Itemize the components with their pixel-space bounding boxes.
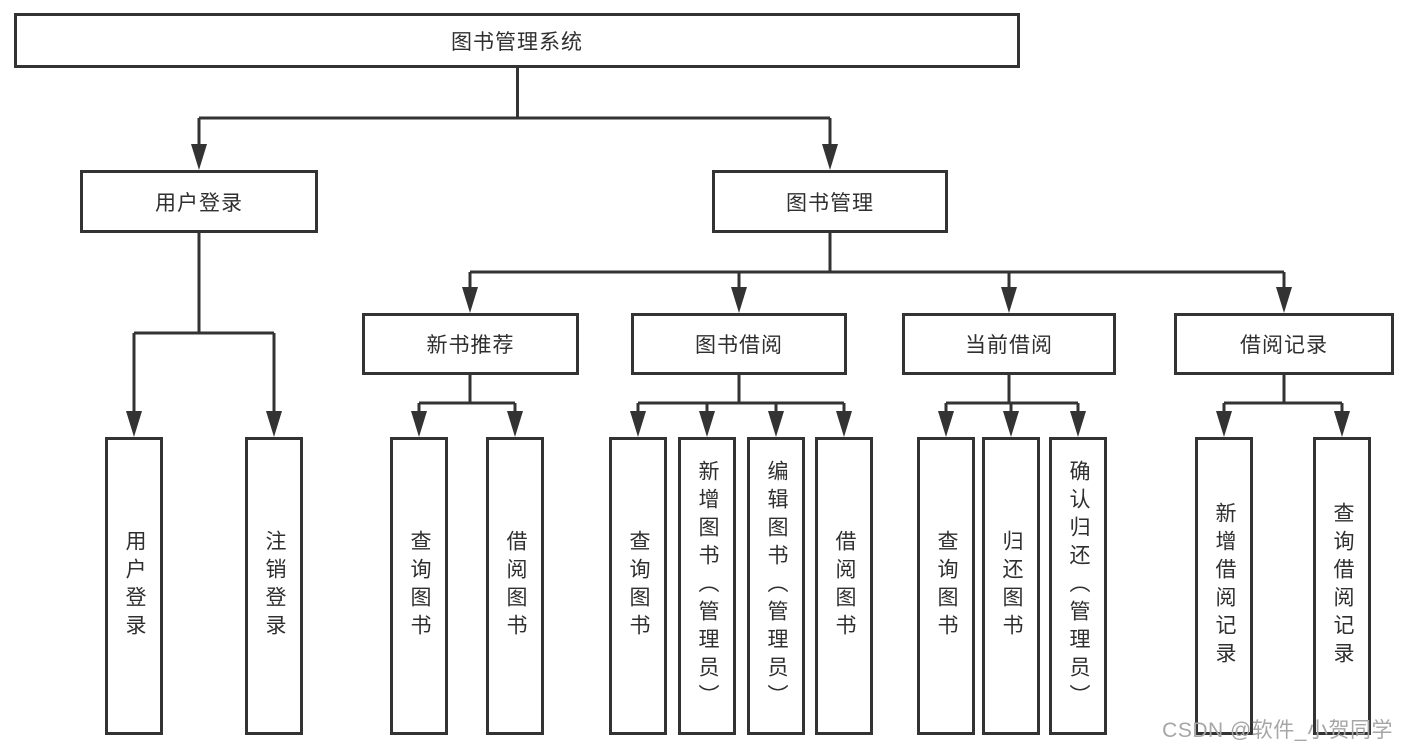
node-book-borrow: 图书借阅 bbox=[631, 313, 847, 375]
leaf-return-book: 归还图书 bbox=[982, 437, 1040, 735]
leaf-confirm-return-admin: 确认归还（管理员） bbox=[1049, 437, 1107, 735]
node-label: 编辑图书（管理员） bbox=[765, 460, 788, 712]
leaf-user-login: 用户登录 bbox=[105, 437, 163, 735]
node-borrow-records: 借阅记录 bbox=[1174, 313, 1394, 375]
leaf-borrow-books-1: 借阅图书 bbox=[486, 437, 544, 735]
leaf-query-books-2: 查询图书 bbox=[609, 437, 667, 735]
connector-shafts bbox=[132, 68, 1344, 413]
node-label: 新增图书（管理员） bbox=[696, 460, 719, 712]
node-root: 图书管理系统 bbox=[14, 13, 1020, 68]
node-label: 用户登录 bbox=[155, 191, 243, 215]
leaf-logout: 注销登录 bbox=[245, 437, 303, 735]
node-label: 查询图书 bbox=[935, 530, 958, 642]
node-new-book-recommend: 新书推荐 bbox=[362, 313, 579, 375]
node-label: 借阅记录 bbox=[1240, 334, 1328, 357]
node-label: 确认归还（管理员） bbox=[1067, 460, 1090, 712]
node-label: 当前借阅 bbox=[965, 334, 1053, 357]
node-label: 查询借阅记录 bbox=[1331, 502, 1354, 670]
leaf-add-borrow-record: 新增借阅记录 bbox=[1195, 437, 1253, 735]
node-label: 查询图书 bbox=[627, 530, 650, 642]
leaf-borrow-books-2: 借阅图书 bbox=[815, 437, 873, 735]
leaf-query-books-3: 查询图书 bbox=[917, 437, 975, 735]
node-book-management: 图书管理 bbox=[712, 170, 948, 233]
node-label: 借阅图书 bbox=[504, 530, 527, 642]
leaf-add-book-admin: 新增图书（管理员） bbox=[678, 437, 736, 735]
node-label: 查询图书 bbox=[408, 530, 431, 642]
node-label: 用户登录 bbox=[123, 530, 146, 642]
leaf-query-borrow-record: 查询借阅记录 bbox=[1313, 437, 1371, 735]
node-user-login: 用户登录 bbox=[80, 170, 318, 233]
node-label: 新书推荐 bbox=[426, 334, 515, 357]
node-label: 图书管理 bbox=[786, 191, 874, 215]
node-label: 归还图书 bbox=[1000, 530, 1023, 642]
node-label: 新增借阅记录 bbox=[1213, 502, 1236, 670]
leaf-query-books-1: 查询图书 bbox=[390, 437, 448, 735]
leaf-edit-book-admin: 编辑图书（管理员） bbox=[747, 437, 805, 735]
node-label: 注销登录 bbox=[263, 530, 286, 642]
node-label: 借阅图书 bbox=[833, 530, 856, 642]
node-label: 图书借阅 bbox=[695, 334, 783, 357]
csdn-watermark: CSDN @软件_小贺同学 bbox=[1162, 719, 1393, 742]
node-label: 图书管理系统 bbox=[451, 30, 583, 54]
node-current-borrow: 当前借阅 bbox=[902, 313, 1116, 375]
arrowhead-triangles bbox=[126, 144, 1350, 437]
